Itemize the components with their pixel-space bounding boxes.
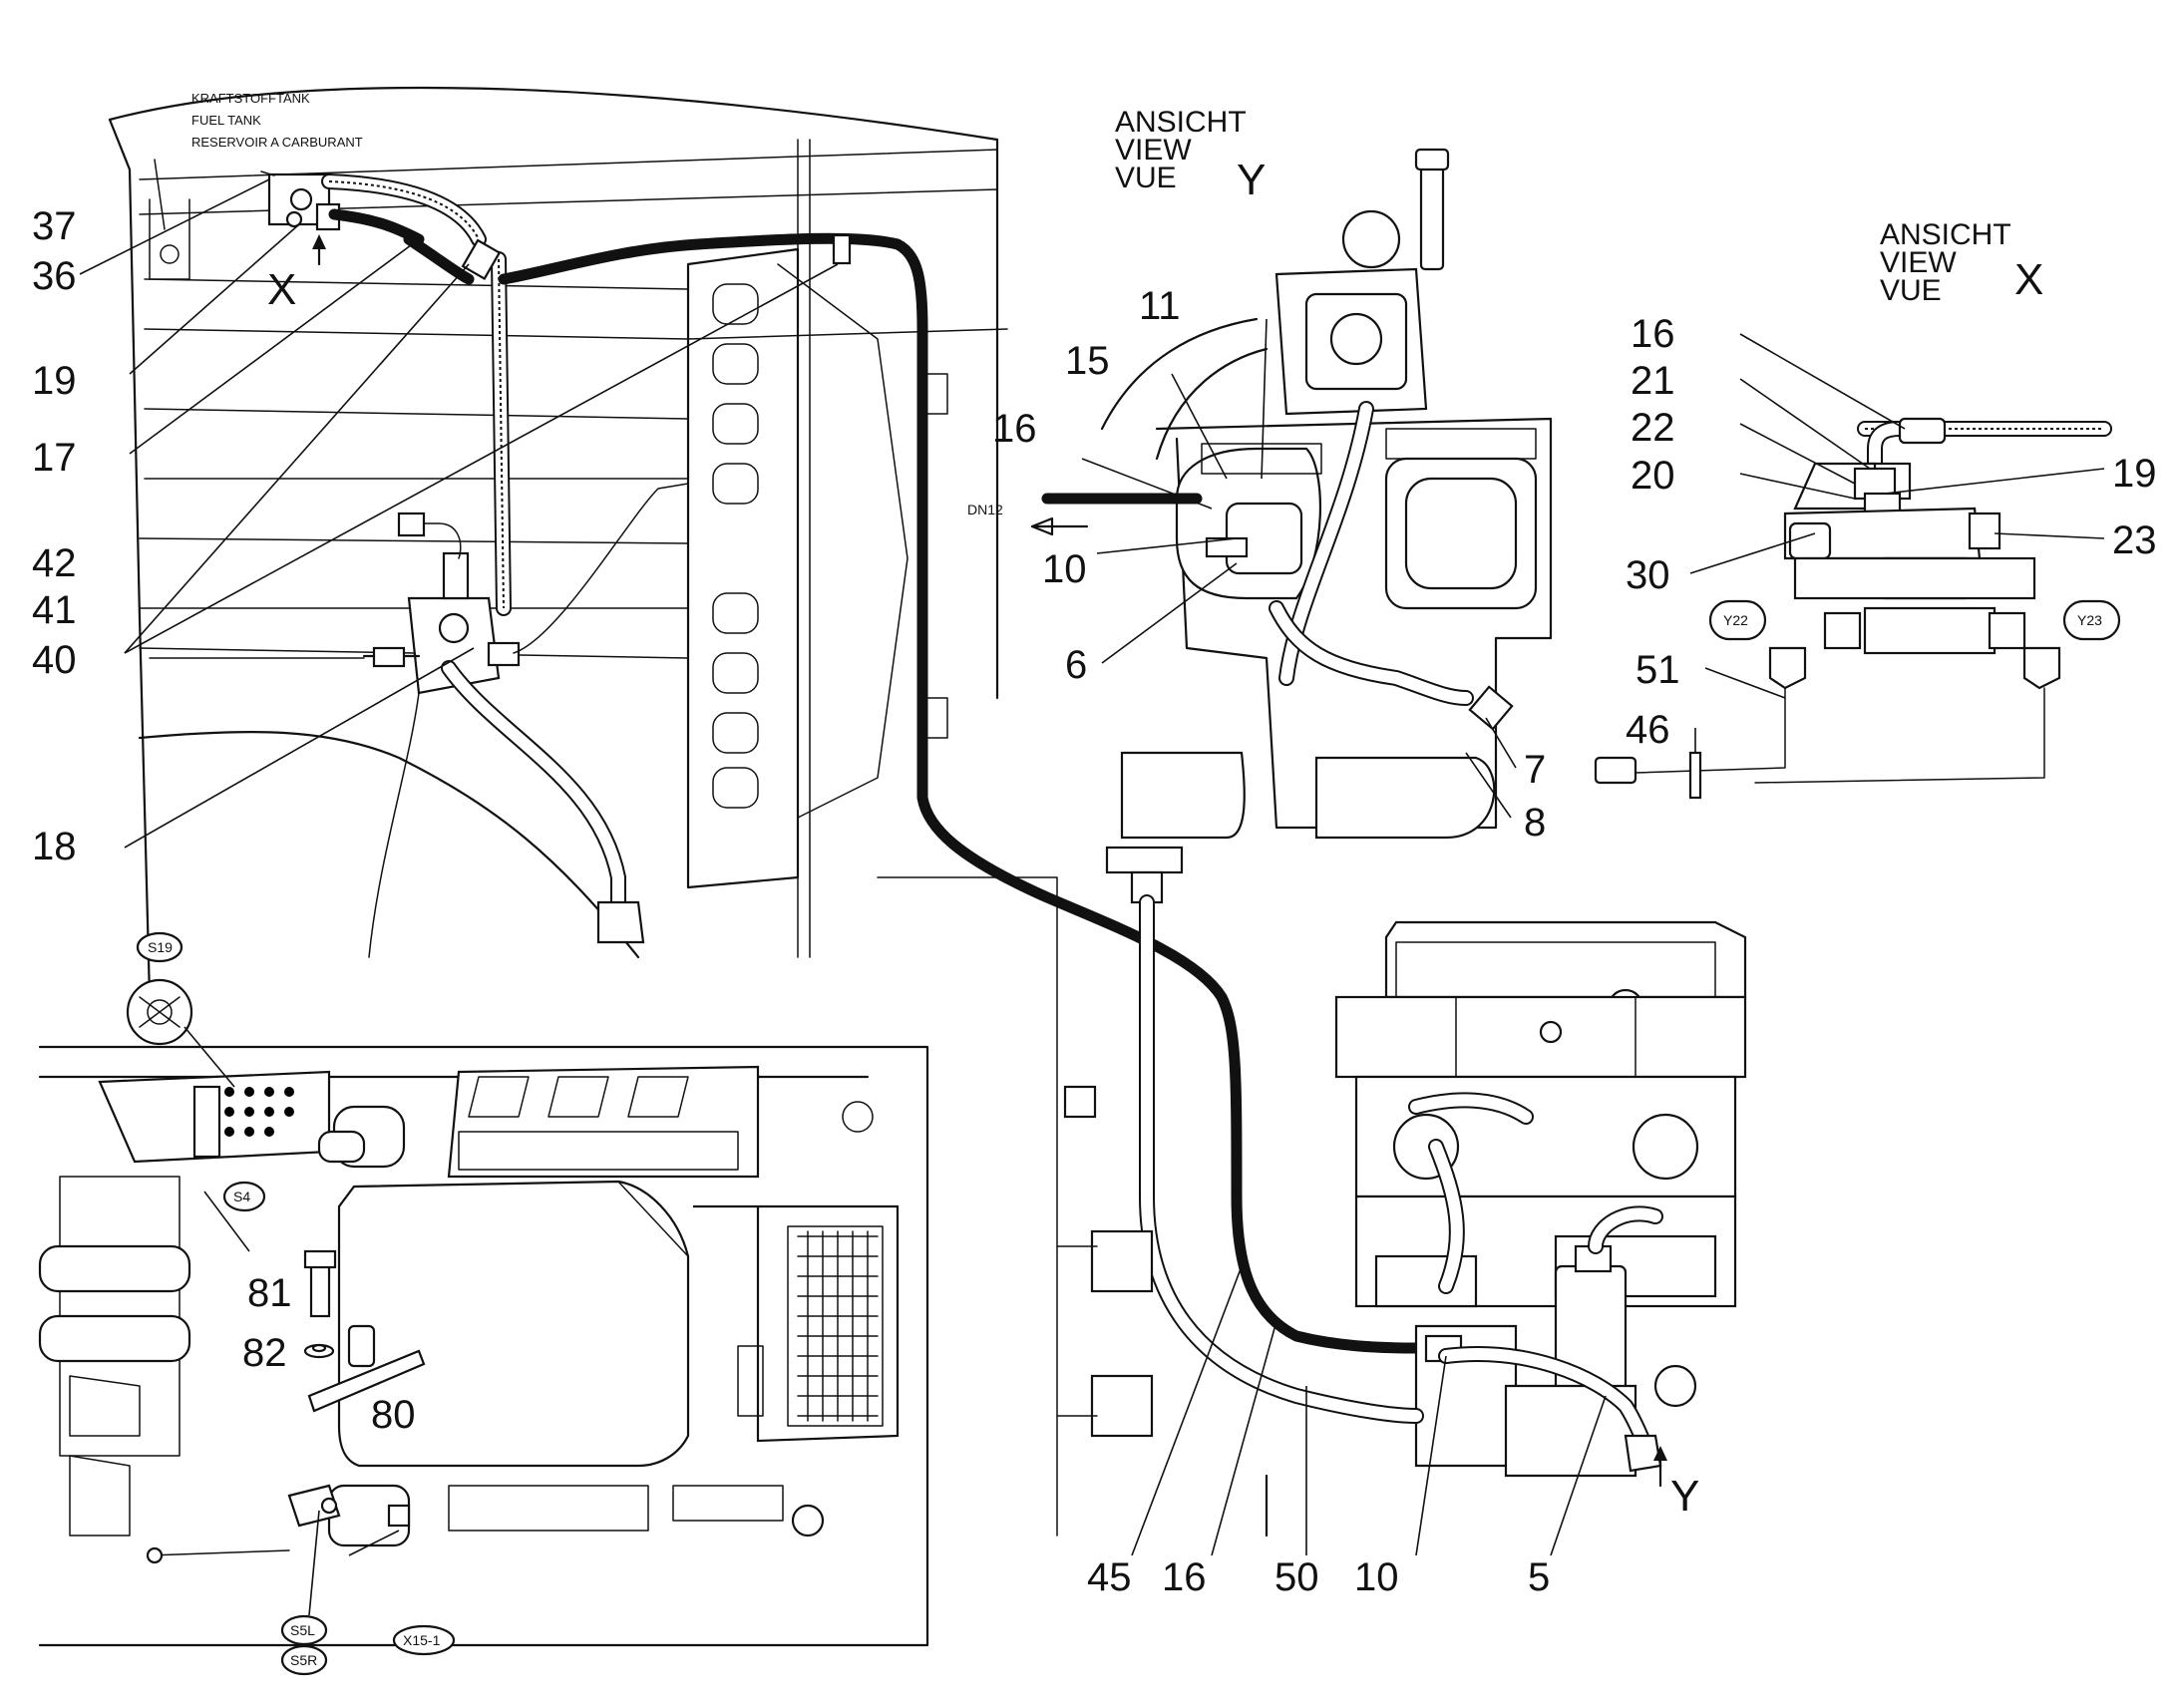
- valve-block: [149, 483, 689, 958]
- callout-17: 17: [32, 436, 77, 480]
- tag-y22: [1708, 599, 1767, 641]
- callout-15: 15: [1065, 339, 1110, 383]
- callout-7: 7: [1524, 748, 1546, 792]
- marker-x: X: [267, 265, 296, 314]
- view-y-line-3: VUE: [1115, 162, 1177, 194]
- callout-19-x: 19: [2112, 452, 2157, 496]
- callout-20: 20: [1631, 454, 1675, 498]
- left-callouts: 37 36 19 17 42 41 40 18: [32, 204, 77, 868]
- callout-6: 6: [1065, 643, 1087, 687]
- view-x-line-2: VIEW: [1880, 246, 1957, 279]
- callout-81: 81: [247, 1271, 292, 1315]
- braided-hose-tank: [321, 173, 512, 616]
- callout-80: 80: [371, 1393, 416, 1437]
- callout-46: 46: [1626, 708, 1670, 752]
- main-hose-16: [498, 232, 1422, 1354]
- hydraulic-pump-assembly: [1334, 920, 1747, 1488]
- callout-16-top: 16: [992, 407, 1037, 451]
- callout-18: 18: [32, 825, 77, 868]
- return-tubes: [1056, 846, 1424, 1537]
- callout-21: 21: [1631, 359, 1675, 403]
- tag-x15-1: X15-1: [403, 1632, 441, 1648]
- view-x-callouts: 16 21 22 20 19 23 30 51 46: [1626, 312, 2157, 752]
- callout-8: 8: [1524, 801, 1546, 845]
- view-y-line-2: VIEW: [1115, 134, 1192, 167]
- tag-s19: S19: [148, 939, 173, 955]
- marker-y: Y: [1670, 1472, 1699, 1521]
- tank-label-en: FUEL TANK: [191, 113, 261, 128]
- chassis-outline: [108, 86, 1058, 1537]
- tank-label: KRAFTSTOFFTANK FUEL TANK RESERVOIR A CAR…: [191, 91, 363, 150]
- tag-y23-text: Y23: [2077, 612, 2102, 628]
- callout-22: 22: [1631, 406, 1675, 450]
- callout-10-bottom: 10: [1354, 1555, 1399, 1599]
- view-x-valve: [1594, 417, 2121, 800]
- bottom-callouts: 45 16 50 10 5: [1087, 1555, 1550, 1599]
- callout-37: 37: [32, 204, 77, 248]
- view-y-pump: [1030, 148, 1553, 840]
- tank-label-de: KRAFTSTOFFTANK: [191, 91, 310, 106]
- tank-fittings: [260, 171, 341, 231]
- view-y-label: ANSICHT VIEW VUE Y: [1115, 106, 1266, 204]
- cab-callouts: 81 82 80: [242, 1271, 416, 1437]
- tag-s5r: S5R: [290, 1652, 317, 1668]
- tag-s4: S4: [233, 1189, 250, 1204]
- callout-30: 30: [1626, 553, 1670, 597]
- switch-panel-dots: [224, 1087, 294, 1137]
- switch-tags: S19 S4 S5L S5R X15-1 Y22 Y23: [136, 612, 2102, 1676]
- view-x-line-3: VUE: [1880, 274, 1942, 307]
- tag-y23: [2062, 599, 2121, 641]
- view-y-letter: Y: [1237, 156, 1266, 204]
- callout-36: 36: [32, 254, 77, 298]
- cab-area: [38, 1045, 929, 1647]
- dn-label: DN12: [967, 502, 1003, 517]
- view-y-line-1: ANSICHT: [1115, 106, 1247, 139]
- callout-41: 41: [32, 588, 77, 632]
- callout-10-top: 10: [1042, 547, 1087, 591]
- view-x-letter: X: [2014, 255, 2043, 304]
- callout-16-bottom: 16: [1162, 1555, 1207, 1599]
- engine-block: [686, 247, 948, 889]
- view-x-line-1: ANSICHT: [1880, 218, 2011, 251]
- leader-lines: [79, 178, 2105, 1616]
- tag-y22-text: Y22: [1723, 612, 1748, 628]
- callout-23: 23: [2112, 518, 2157, 562]
- callout-19: 19: [32, 359, 77, 403]
- arrow-x: [312, 234, 326, 266]
- callout-42: 42: [32, 541, 77, 585]
- view-y-callouts: 11 15 16 10 6 7 8: [992, 284, 1546, 845]
- tag-s5l: S5L: [290, 1622, 315, 1638]
- engine-cylinder-ports: [712, 283, 759, 809]
- seat-grille: [797, 1230, 879, 1422]
- callout-45: 45: [1087, 1555, 1132, 1599]
- callout-5: 5: [1528, 1555, 1550, 1599]
- view-x-label: ANSICHT VIEW VUE X: [1880, 218, 2043, 307]
- callout-51: 51: [1635, 648, 1680, 692]
- s19-knob: [126, 978, 235, 1088]
- callout-16-x: 16: [1631, 312, 1675, 356]
- callout-82: 82: [242, 1331, 287, 1375]
- tank-label-fr: RESERVOIR A CARBURANT: [191, 135, 363, 150]
- callout-50: 50: [1274, 1555, 1319, 1599]
- callout-11: 11: [1139, 284, 1181, 328]
- callout-40: 40: [32, 638, 77, 682]
